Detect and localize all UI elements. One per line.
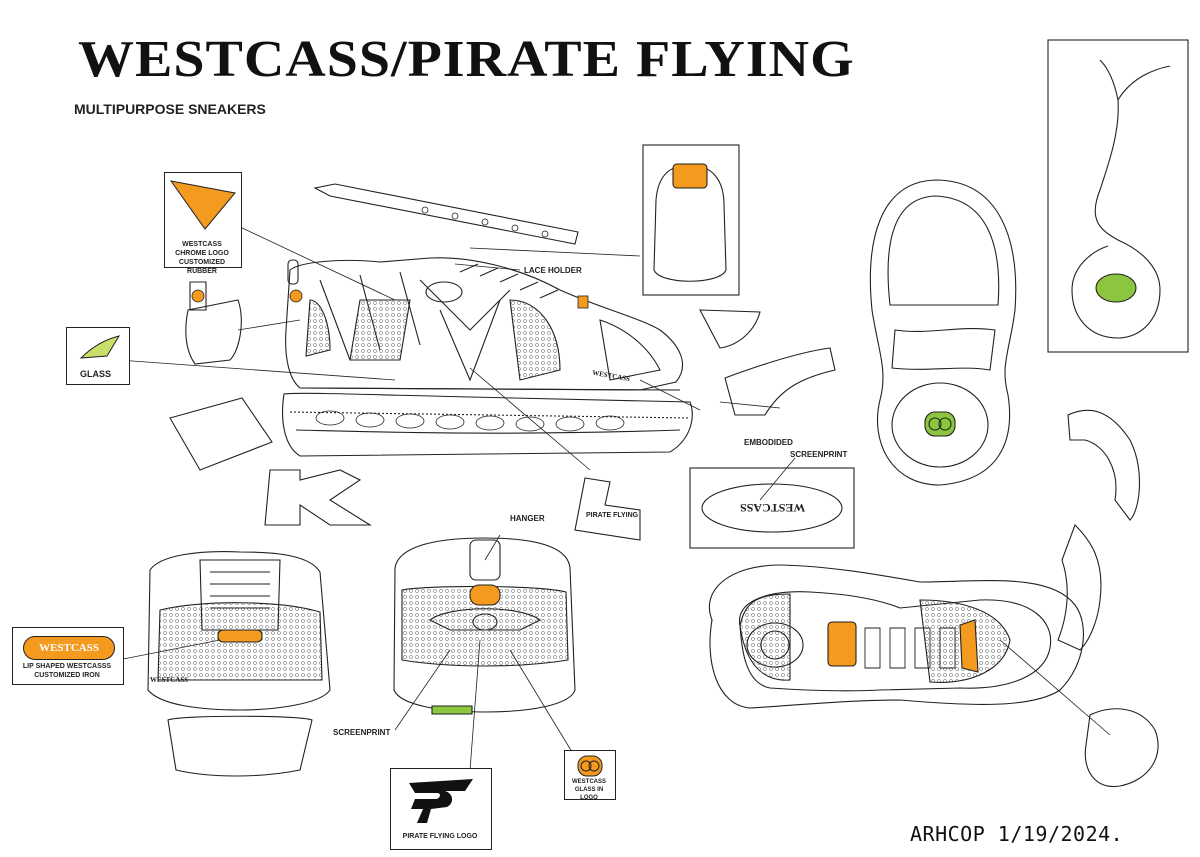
page-title: WESTCASS/PIRATE FLYING bbox=[78, 30, 855, 88]
rear-view-shoe bbox=[147, 551, 331, 777]
side-view-shoe bbox=[285, 257, 684, 391]
glass-logo-box bbox=[564, 750, 616, 800]
screenprint-bottom-label: SCREENPRINT bbox=[333, 728, 391, 737]
heel-counter-part bbox=[185, 299, 242, 365]
insole-screenprint-box bbox=[689, 467, 855, 549]
screenprint-top-label: SCREENPRINT bbox=[790, 450, 848, 459]
insole-print-text: WESTCASS bbox=[740, 501, 806, 515]
embodided-label: EMBODIDED bbox=[744, 438, 793, 447]
westcass-badge-text: WESTCASS bbox=[39, 642, 99, 654]
heel-brand-text: WESTCASS bbox=[150, 676, 189, 684]
pirate-strip-text: PIRATE FLYING bbox=[586, 512, 639, 519]
tongue-logo-box bbox=[642, 144, 740, 296]
side-view-sole bbox=[282, 392, 693, 457]
lace-holder-label: LACE HOLDER bbox=[524, 266, 582, 275]
heel-strap-box bbox=[1047, 39, 1189, 353]
glass-icon bbox=[79, 335, 121, 359]
pirate-p-icon bbox=[409, 779, 473, 823]
lip-shaped-box: WESTCASS bbox=[12, 627, 124, 685]
midsole-piece bbox=[1057, 524, 1102, 651]
strap-eyelets bbox=[421, 206, 549, 238]
glass-box bbox=[66, 327, 130, 385]
lace-strap bbox=[313, 183, 579, 245]
toe-cap-part bbox=[699, 309, 761, 349]
toe-blob-piece bbox=[1084, 708, 1159, 788]
designer-signature: ARHCOP 1/19/2024. bbox=[910, 822, 1124, 846]
top-view-shoe bbox=[708, 564, 1084, 709]
hanger-label: HANGER bbox=[510, 514, 545, 523]
page-subtitle: MULTIPURPOSE SNEAKERS bbox=[74, 101, 266, 117]
chrome-logo-icon bbox=[169, 180, 236, 230]
heel-view-shoe bbox=[393, 537, 576, 715]
pirate-logo-box bbox=[390, 768, 492, 850]
heel-tab-part bbox=[189, 281, 207, 311]
chrome-logo-label: WESTCASS CHROME LOGO CUSTOMIZED RUBBER bbox=[175, 241, 229, 275]
lace-guard-part bbox=[169, 397, 273, 471]
arch-piece bbox=[1067, 409, 1140, 521]
westcass-badge: WESTCASS bbox=[23, 636, 115, 660]
westcass-glass-icon bbox=[577, 755, 603, 777]
pirate-strip-part bbox=[574, 477, 641, 541]
outsole-bottom-view bbox=[869, 179, 1017, 486]
chrome-logo-box bbox=[164, 172, 242, 268]
pirate-logo-label: PIRATE FLYING LOGO bbox=[402, 833, 478, 840]
heel-logo-marks bbox=[191, 289, 589, 606]
k-shaped-part bbox=[264, 469, 372, 526]
vamp-overlay-part bbox=[724, 347, 836, 416]
glass-logo-label: WESTCASS GLASS IN LOGO bbox=[571, 779, 606, 801]
lip-shaped-label: LIP SHAPED WESTCASSS CUSTOMIZED IRON bbox=[22, 663, 112, 679]
glass-label: GLASS bbox=[80, 369, 112, 379]
